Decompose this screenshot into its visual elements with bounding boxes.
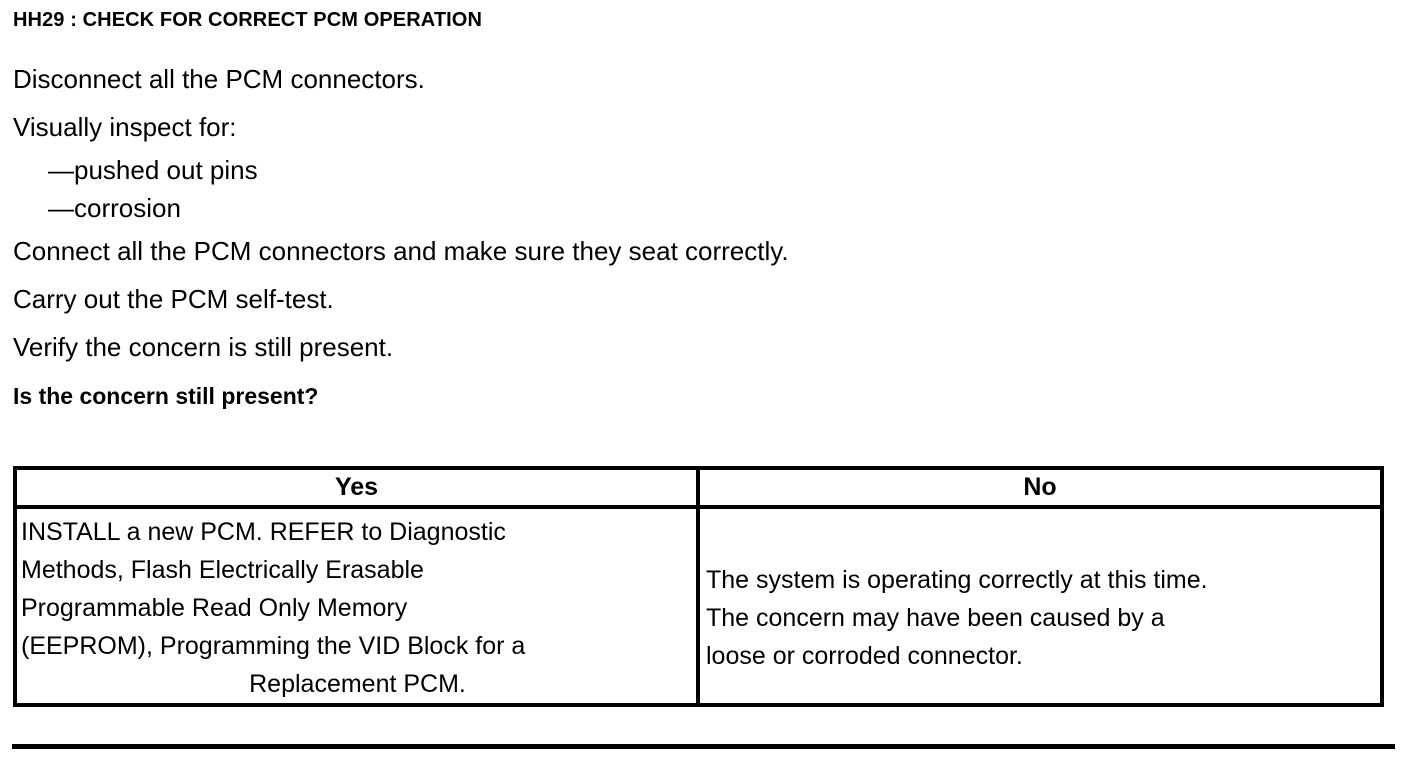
instruction-bullet-pushed-out-pins: —pushed out pins <box>48 155 258 185</box>
yes-action-line-1: INSTALL a new PCM. REFER to Diagnostic <box>21 518 506 546</box>
instruction-line-5: Verify the concern is still present. <box>13 332 394 362</box>
table-header-row: Yes No <box>13 466 1384 509</box>
results-table: Yes No INSTALL a new PCM. REFER to Diagn… <box>13 466 1384 707</box>
yes-action-line-4: (EEPROM), Programming the VID Block for … <box>21 632 526 660</box>
table-header-yes: Yes <box>13 466 700 509</box>
page-footer-rule <box>12 744 1395 749</box>
instruction-line-3: Connect all the PCM connectors and make … <box>13 236 789 266</box>
no-action-line-2: The concern may have been caused by a <box>706 604 1165 632</box>
instruction-line-2: Visually inspect for: <box>13 112 237 142</box>
table-cell-no-action: The system is operating correctly at thi… <box>696 505 1384 707</box>
no-action-text: The system is operating correctly at thi… <box>700 509 1380 675</box>
yes-action-text: INSTALL a new PCM. REFER to Diagnostic M… <box>17 509 696 703</box>
instruction-bullet-corrosion: —corrosion <box>48 193 181 223</box>
table-header-no: No <box>696 466 1384 509</box>
instruction-line-1: Disconnect all the PCM connectors. <box>13 64 425 94</box>
instruction-list: Disconnect all the PCM connectors. Visua… <box>13 55 1393 421</box>
yes-action-line-2: Methods, Flash Electrically Erasable <box>21 556 424 584</box>
no-action-line-3: loose or corroded connector. <box>706 642 1023 670</box>
yes-action-line-3: Programmable Read Only Memory <box>21 594 408 622</box>
instruction-line-4: Carry out the PCM self-test. <box>13 284 334 314</box>
table-row: INSTALL a new PCM. REFER to Diagnostic M… <box>13 505 1384 707</box>
page-title: HH29 : CHECK FOR CORRECT PCM OPERATION <box>13 9 483 31</box>
yes-action-line-5: Replacement PCM. <box>249 670 466 698</box>
table-cell-yes-action: INSTALL a new PCM. REFER to Diagnostic M… <box>13 505 700 707</box>
decision-question: Is the concern still present? <box>13 383 319 409</box>
no-action-line-1: The system is operating correctly at thi… <box>706 566 1208 594</box>
